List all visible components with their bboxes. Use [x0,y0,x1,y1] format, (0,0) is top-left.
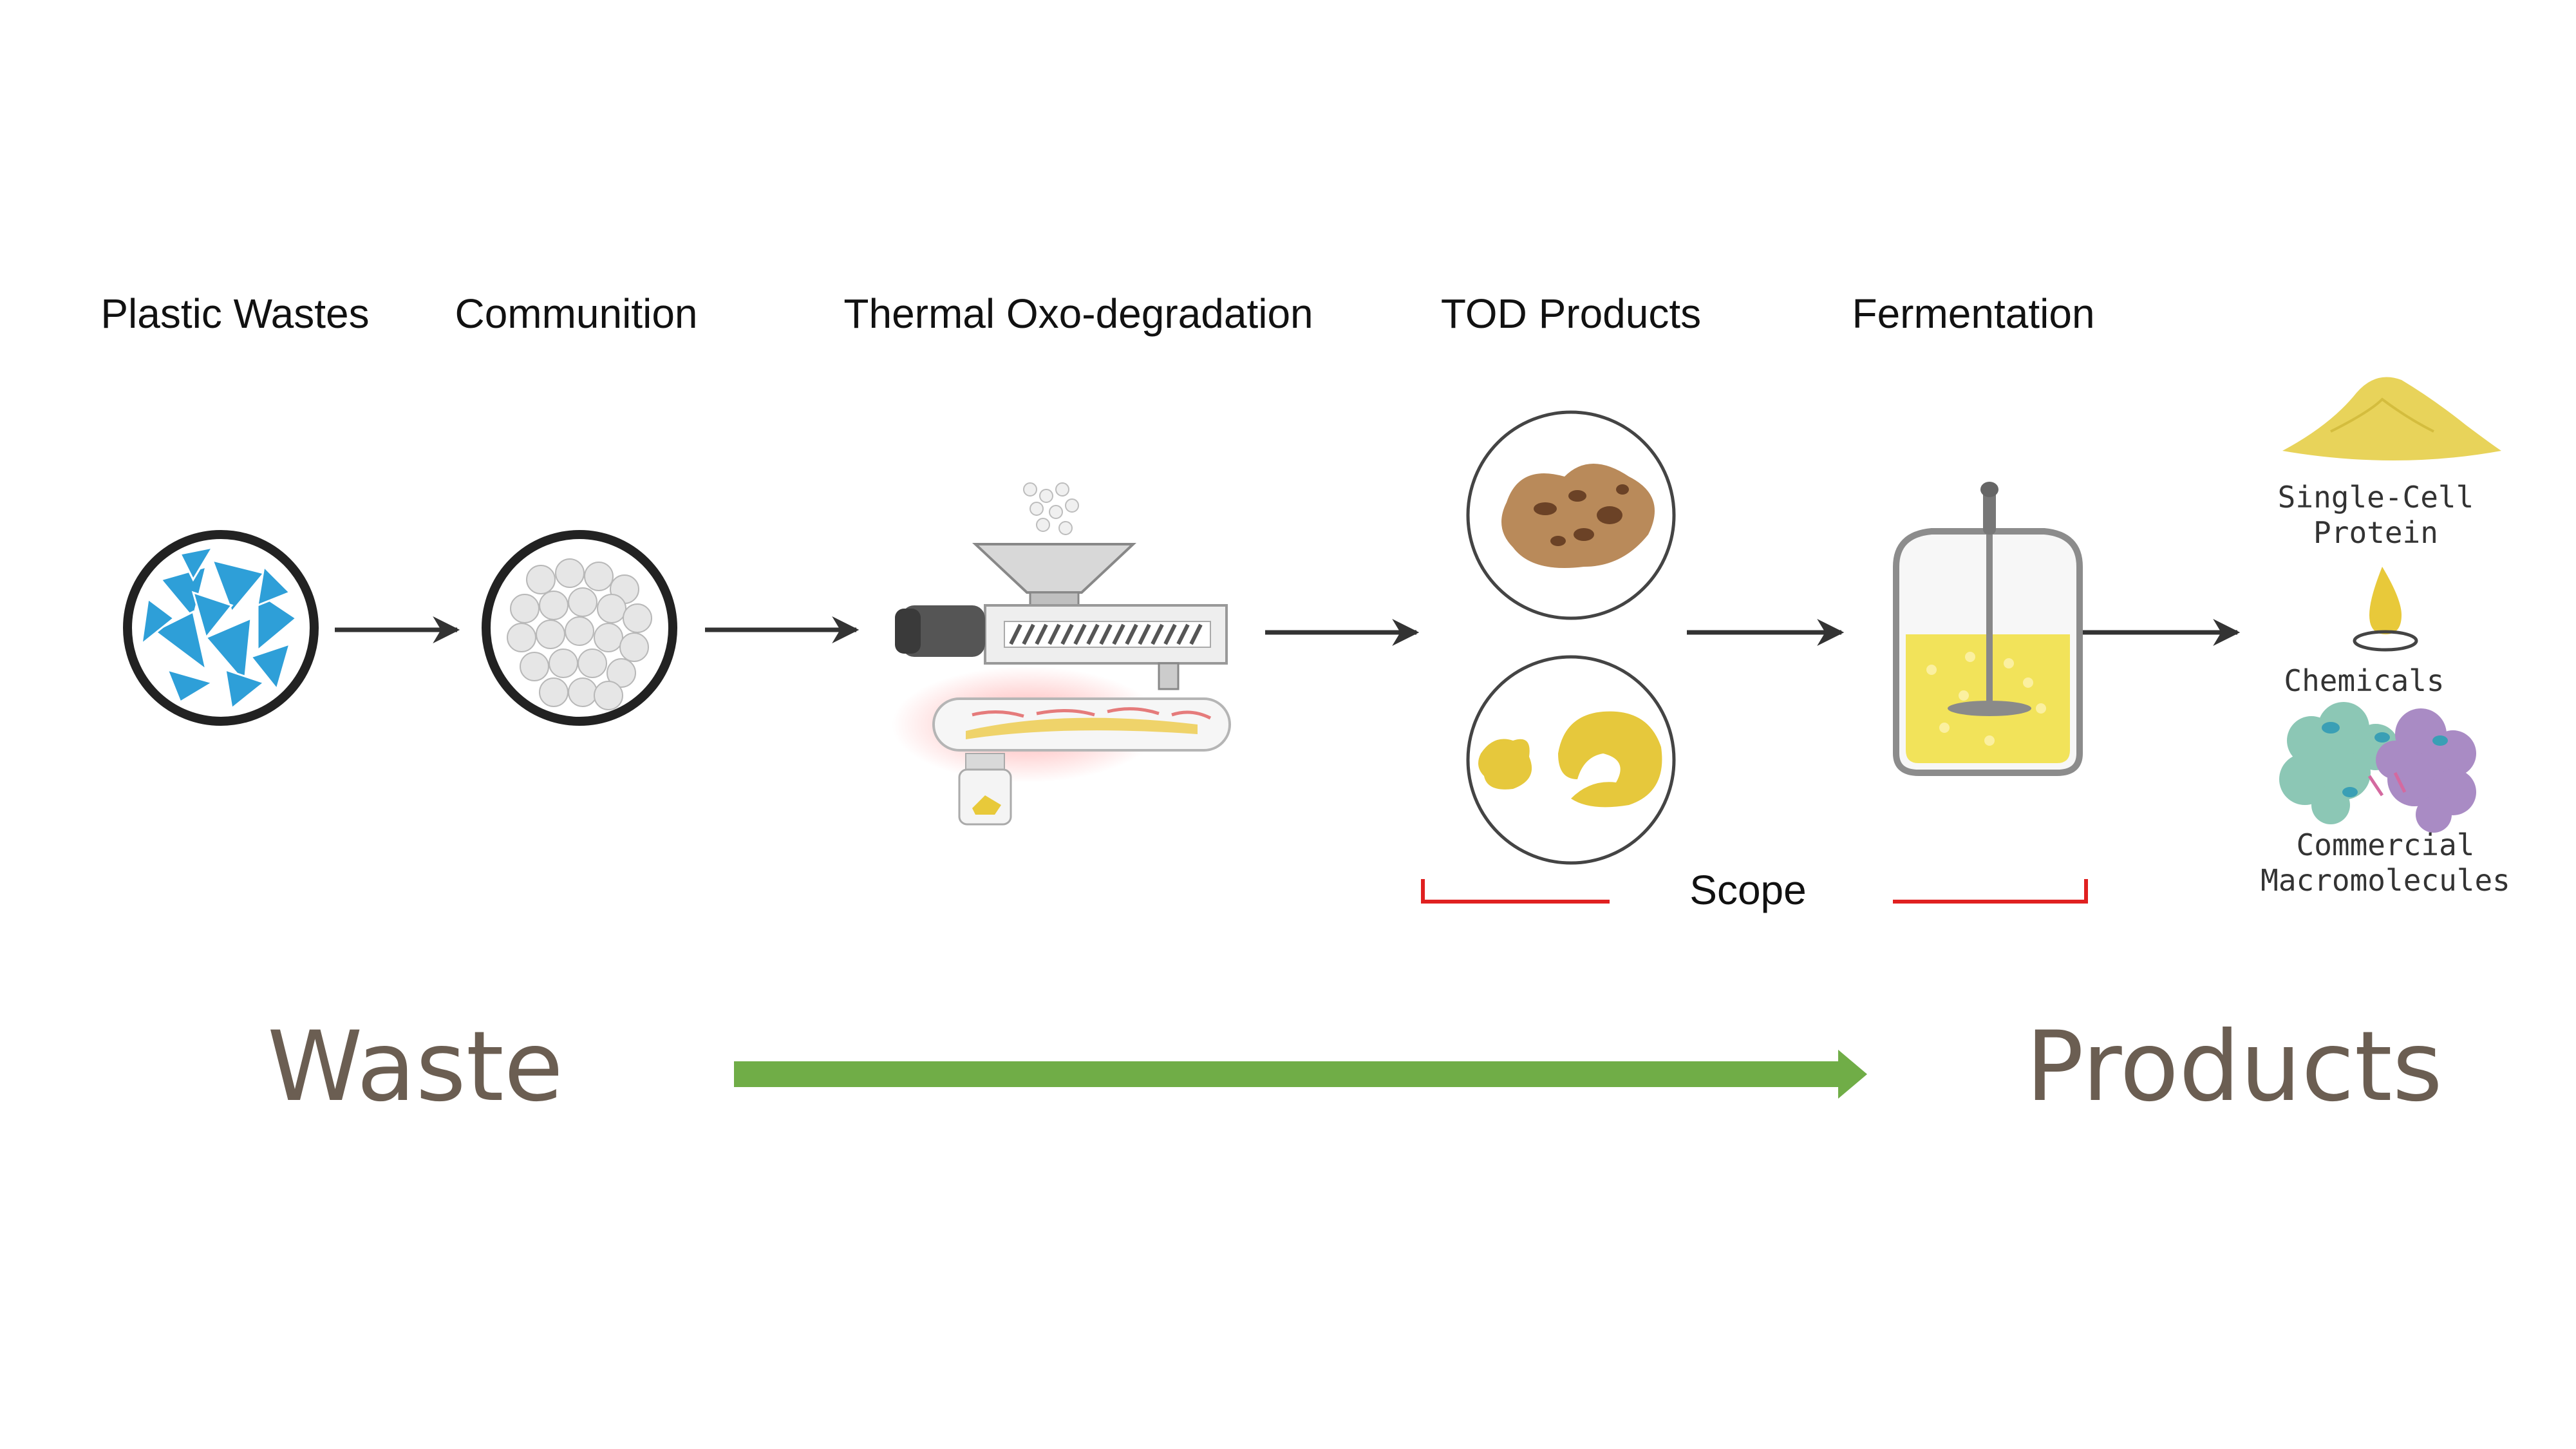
step-label-tod-products: TOD Products [1440,290,1702,337]
chemical-droplet-icon [2353,567,2418,652]
pellets-icon [482,530,677,726]
plastic-wastes-icon [123,530,319,726]
tod-product-liquid-icon [1466,655,1676,865]
flow-end-label: Products [2026,1011,2443,1123]
product-label-single-cell-protein: Single-Cell Protein [2277,480,2474,551]
macromolecule-icon [2279,702,2476,833]
fermenter-icon [1893,482,2083,776]
product-label-commercial-macromolecules: Commercial Macromolecules [2261,828,2510,898]
scope-bracket-left [1421,879,1610,904]
tod-product-solid-icon [1466,410,1676,620]
waste-to-products-arrow [734,1050,1867,1099]
extruder-icon [892,482,1231,826]
step-label-thermal-oxo-degradation: Thermal Oxo-degradation [843,290,1313,337]
protein-powder-icon [2282,377,2501,460]
step-label-plastic-wastes: Plastic Wastes [100,290,370,337]
step-label-fermentation: Fermentation [1852,290,2095,337]
step-label-communition: Communition [455,290,698,337]
scope-label: Scope [1689,867,1807,913]
flow-start-label: Waste [267,1011,563,1123]
product-label-chemicals: Chemicals [2284,663,2445,698]
scope-bracket-right [1893,879,2088,904]
